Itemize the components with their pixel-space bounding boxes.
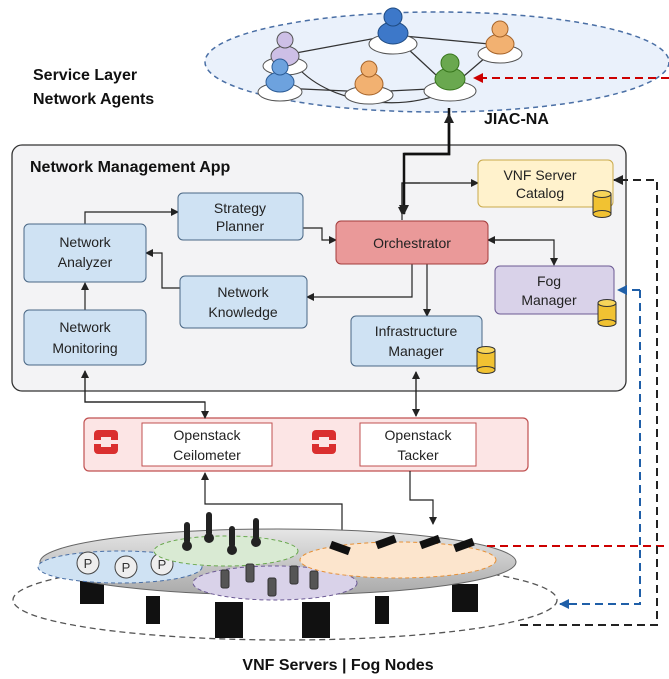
network-monitoring-box[interactable]: Network Monitoring <box>23 309 147 366</box>
service-layer-title: Service Layer <box>33 67 137 84</box>
thermometer-icon <box>182 512 261 555</box>
agent-icon <box>477 20 523 64</box>
fog-manager-label: Manager <box>521 292 577 308</box>
agent-icon <box>257 58 303 102</box>
network-analyzer-box[interactable]: Network Analyzer <box>23 223 147 283</box>
parking-glyph: P <box>158 557 167 572</box>
service-layer-subtitle: Network Agents <box>33 91 154 108</box>
nma-title: Network Management App <box>30 159 231 176</box>
zone-temperature <box>153 512 299 567</box>
network-knowledge-box[interactable]: Network Knowledge <box>179 275 308 329</box>
parking-glyph: P <box>122 560 131 575</box>
nma-openstack-links <box>81 370 437 533</box>
agent-platform-ellipse <box>204 11 669 113</box>
vnf-catalog-label: VNF Server <box>503 167 576 183</box>
openstack-layer: Openstack Ceilometer Openstack Tacker <box>83 417 529 472</box>
tacker-label: Tacker <box>397 447 439 463</box>
database-icon <box>592 190 612 218</box>
fog-manager-label: Fog <box>537 273 561 289</box>
openstack-ceilometer-box[interactable]: Openstack Ceilometer <box>141 422 273 467</box>
parking-glyph: P <box>84 556 93 571</box>
black-dashed-arrow <box>520 175 658 626</box>
orchestrator-box[interactable]: Orchestrator <box>335 220 489 265</box>
ceilometer-label: Openstack <box>174 427 242 443</box>
camera-icon <box>329 534 475 556</box>
database-icon <box>597 299 617 327</box>
service-layer: Service Layer Network Agents JIAC-NA <box>33 7 669 128</box>
blue-dashed-arrow <box>559 290 641 609</box>
network-monitoring-label: Monitoring <box>52 340 117 356</box>
infrastructure-manager-label: Infrastructure <box>375 323 458 339</box>
dashed-feedback-arrows <box>473 73 669 626</box>
jiac-na-label: JIAC-NA <box>484 111 549 128</box>
agents-orchestrator-link <box>399 108 454 215</box>
fog-nodes: P P P <box>12 512 558 674</box>
network-knowledge-label: Network <box>217 284 269 300</box>
server-rack-icon <box>80 580 478 638</box>
agent-icon <box>344 60 394 105</box>
network-management-app: Network Management App Strategy Planner … <box>11 144 627 392</box>
infrastructure-manager-label: Manager <box>388 343 444 359</box>
tacker-label: Openstack <box>385 427 453 443</box>
agent-icon <box>423 53 477 102</box>
openstack-logo-icon <box>312 430 336 454</box>
network-analyzer-label: Network <box>59 234 111 250</box>
strategy-planner-label: Planner <box>216 218 265 234</box>
orchestrator-label: Orchestrator <box>373 235 451 251</box>
network-analyzer-label: Analyzer <box>58 254 113 270</box>
openstack-logo-icon <box>94 430 118 454</box>
parking-icon <box>114 555 138 579</box>
openstack-tacker-box[interactable]: Openstack Tacker <box>359 422 477 467</box>
nma-connectors <box>81 179 558 317</box>
zone-parking: P P P <box>37 550 203 584</box>
ceilometer-label: Ceilometer <box>173 447 241 463</box>
fog-manager-box[interactable]: Fog Manager <box>494 265 617 327</box>
strategy-planner-box[interactable]: Strategy Planner <box>177 192 304 241</box>
vnf-catalog-label: Catalog <box>516 185 564 201</box>
fog-nodes-label: VNF Servers | Fog Nodes <box>242 657 433 674</box>
zone-traffic <box>192 563 358 601</box>
parking-icon <box>76 551 100 575</box>
vnf-server-catalog-box[interactable]: VNF Server Catalog <box>477 159 614 218</box>
agent-icon <box>368 7 418 55</box>
database-icon <box>476 346 496 374</box>
network-monitoring-label: Network <box>59 319 111 335</box>
zone-cameras <box>299 534 497 579</box>
infrastructure-manager-box[interactable]: Infrastructure Manager <box>350 315 496 374</box>
network-knowledge-label: Knowledge <box>208 304 277 320</box>
strategy-planner-label: Strategy <box>214 200 266 216</box>
traffic-light-icon <box>220 563 319 597</box>
